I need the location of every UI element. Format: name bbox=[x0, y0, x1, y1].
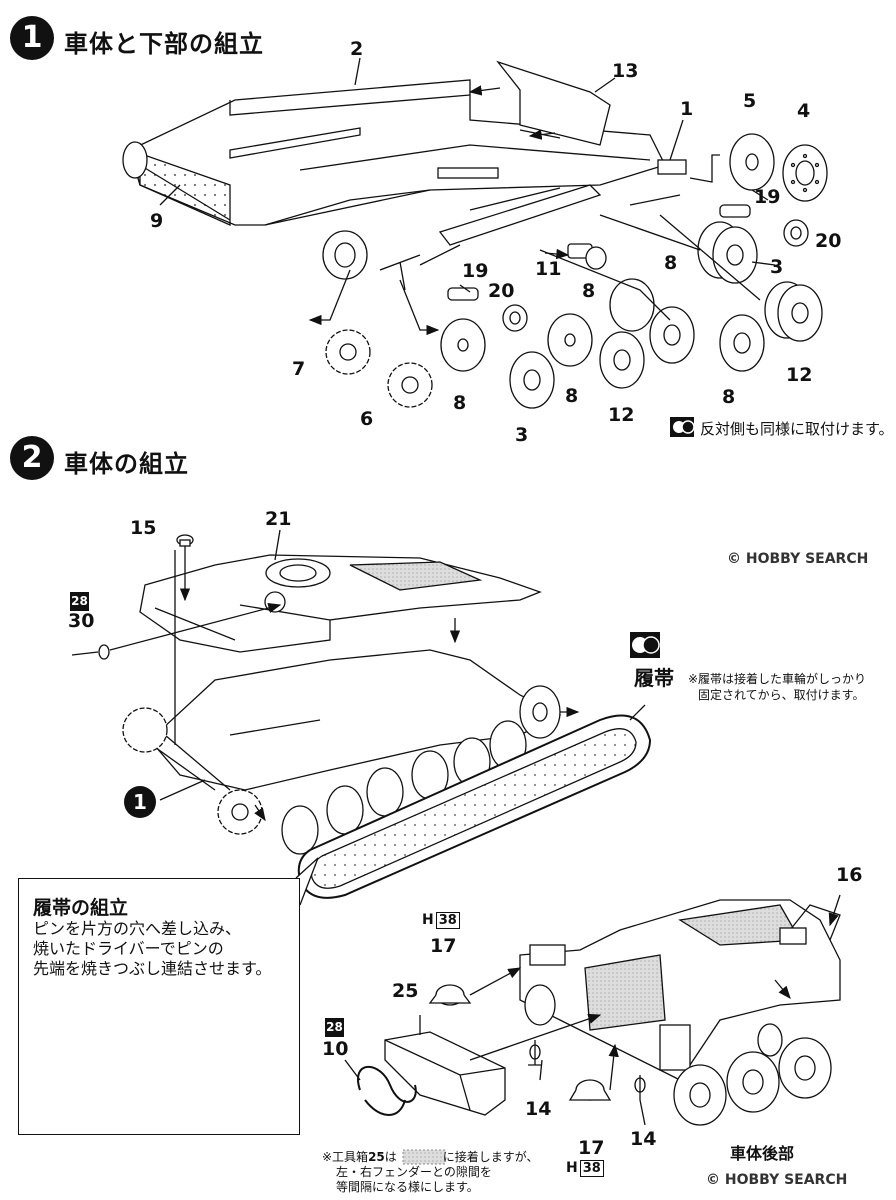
axle-part-19-right bbox=[719, 204, 751, 218]
part-label-19-right: 19 bbox=[754, 186, 781, 208]
hull-lower-part-2 bbox=[122, 79, 666, 227]
callout-body: ピンを片方の穴へ差し込み、 焼いたドライバーでピンの 先端を焼きつぶし連結させま… bbox=[33, 919, 271, 979]
watermark-middle: © HOBBY SEARCH bbox=[727, 551, 869, 567]
callout-line3: 先端を焼きつぶし連結させます。 bbox=[33, 959, 272, 978]
part-label-20-left: 20 bbox=[488, 280, 515, 302]
toolbox-note-1b: 25 bbox=[368, 1150, 385, 1164]
toolbox-note-3: 等間隔になる様にします。 bbox=[336, 1180, 479, 1194]
part-label-5: 5 bbox=[743, 90, 757, 112]
part-label-17-bottom: 17 bbox=[578, 1137, 605, 1159]
part-label-8-b: 8 bbox=[582, 280, 596, 302]
part-17-bottom bbox=[568, 1079, 612, 1101]
part-17-top bbox=[428, 984, 472, 1006]
fender-part-13 bbox=[496, 60, 611, 146]
part-label-9: 9 bbox=[150, 210, 164, 232]
part-label-6: 6 bbox=[360, 408, 374, 430]
shackle-part-14-a bbox=[528, 1040, 542, 1066]
part-label-8-a: 8 bbox=[664, 252, 678, 274]
paint-ref-28-a: 28 bbox=[70, 592, 89, 611]
track-links bbox=[297, 714, 652, 899]
toolbox-note-1a: ※工具箱 bbox=[322, 1150, 369, 1164]
rear-hull bbox=[519, 899, 841, 1126]
part-label-21: 21 bbox=[265, 508, 292, 530]
callout-line1: ピンを片方の穴へ差し込み、 bbox=[33, 919, 242, 938]
wheel-part-4 bbox=[782, 144, 828, 202]
track-both-sides-icon bbox=[630, 632, 660, 658]
track-assembly-callout: 履帯の組立 ピンを片方の穴へ差し込み、 焼いたドライバーでピンの 先端を焼きつぶ… bbox=[18, 878, 300, 1135]
axle-part-19-left bbox=[447, 287, 479, 301]
part-label-12-a: 12 bbox=[608, 404, 635, 426]
toolbox-note-2: 左・右フェンダーとの隙間を bbox=[336, 1165, 492, 1179]
toolbox-part-25 bbox=[384, 1031, 506, 1116]
part-label-15: 15 bbox=[130, 517, 157, 539]
track-note-line2: 固定されてから、取付けます。 bbox=[698, 688, 865, 702]
rear-hull-caption: 車体後部 bbox=[730, 1144, 795, 1163]
toolbox-note-1c: は bbox=[384, 1150, 397, 1164]
part-label-4: 4 bbox=[797, 100, 811, 122]
watermark-bottom: © HOBBY SEARCH bbox=[706, 1172, 848, 1188]
paint-ref-38-a: 38 bbox=[435, 912, 460, 929]
legend-both-sides: 反対側も同様に取付けます。 bbox=[700, 420, 894, 438]
both-sides-icon bbox=[670, 417, 695, 437]
part-label-13: 13 bbox=[612, 60, 639, 82]
part-label-8-d: 8 bbox=[565, 385, 579, 407]
step-2-badge: 2 bbox=[10, 436, 54, 480]
upper-hull-part-21 bbox=[139, 554, 542, 653]
road-wheels-left bbox=[440, 313, 645, 409]
sprocket-part-6 bbox=[387, 362, 433, 408]
pin-part-30 bbox=[71, 644, 110, 660]
shackle-part-14-b bbox=[634, 1075, 646, 1100]
step-1-reference: 1 bbox=[124, 786, 156, 818]
part-label-8-e: 8 bbox=[722, 386, 736, 408]
part-label-8-c: 8 bbox=[453, 392, 467, 414]
toolbox-note-1d: に接着しますが、 bbox=[442, 1150, 539, 1164]
part-label-14-b: 14 bbox=[630, 1128, 657, 1150]
part-label-3-b: 3 bbox=[515, 424, 529, 446]
paint-ref-38-b: 38 bbox=[579, 1160, 604, 1177]
part-label-7: 7 bbox=[292, 358, 306, 380]
cap-part-20-left bbox=[502, 304, 528, 332]
part-label-30: 30 bbox=[68, 610, 95, 632]
step-1-badge: 1 bbox=[10, 16, 54, 60]
part-label-20-right: 20 bbox=[815, 230, 842, 252]
part-label-11: 11 bbox=[535, 258, 562, 280]
part-label-2: 2 bbox=[350, 38, 364, 60]
peg-part-15 bbox=[176, 534, 194, 547]
wheel-part-5 bbox=[729, 133, 775, 191]
track-label: 履帯 bbox=[634, 666, 674, 690]
part-label-1: 1 bbox=[680, 98, 694, 120]
part-label-10: 10 bbox=[322, 1038, 349, 1060]
glue-area-swatch bbox=[402, 1149, 446, 1165]
callout-line2: 焼いたドライバーでピンの bbox=[33, 939, 224, 958]
step-1-title: 車体と下部の組立 bbox=[64, 30, 264, 58]
part-label-16: 16 bbox=[836, 864, 863, 886]
track-note-line1: ※履帯は接着した車輪がしっかり bbox=[688, 672, 867, 686]
cap-part-20-right bbox=[783, 219, 809, 247]
part-label-17-top: 17 bbox=[430, 935, 457, 957]
paint-ref-28-b: 28 bbox=[325, 1018, 344, 1037]
part-label-25: 25 bbox=[392, 980, 419, 1002]
part-label-3-a: 3 bbox=[770, 256, 784, 278]
part-label-14-a: 14 bbox=[525, 1098, 552, 1120]
idler-mount bbox=[322, 230, 368, 280]
part-label-19-left: 19 bbox=[462, 260, 489, 282]
paint-ref-h-letter-b: H bbox=[566, 1160, 578, 1176]
toolbox-note: ※工具箱25は に接着しますが、 左・右フェンダーとの隙間を 等間隔になる様にしま… bbox=[322, 1150, 572, 1195]
paint-ref-h-letter-a: H bbox=[422, 912, 434, 928]
pin-part-11 bbox=[567, 243, 607, 270]
sprocket-part-7 bbox=[325, 329, 371, 375]
tow-cable-part-10 bbox=[357, 1065, 417, 1116]
callout-title: 履帯の組立 bbox=[33, 897, 129, 919]
step-2-title: 車体の組立 bbox=[64, 450, 189, 478]
part-label-12-b: 12 bbox=[786, 364, 813, 386]
